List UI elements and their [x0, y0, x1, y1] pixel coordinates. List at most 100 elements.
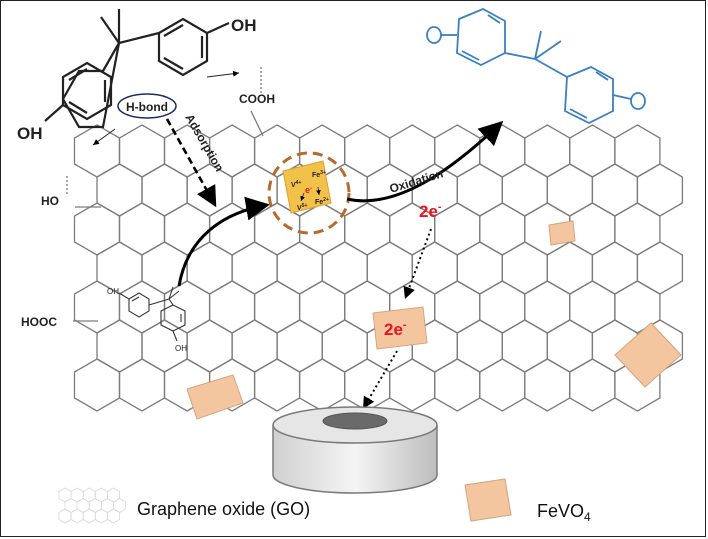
small-bpa-oh-bottom: OH [175, 344, 187, 353]
graphene-functional-groups [66, 67, 264, 322]
electron-dotted-arrow-1 [403, 228, 432, 300]
oxidized-product [441, 8, 632, 125]
fevo4-particle-small [548, 220, 576, 246]
electron-dotted-arrow-2 [362, 350, 398, 410]
electron-transfer-label-2: 2e- [384, 319, 407, 339]
graphene-hexagon [434, 358, 481, 412]
graphene-hexagon [321, 319, 368, 373]
ketone-oxygen-right [630, 92, 646, 110]
graphene-hexagon [366, 241, 413, 295]
graphene-hexagon [479, 202, 526, 256]
fevo4-particle-electron: 2e- [372, 306, 428, 350]
graphene-hexagon [276, 319, 323, 373]
electrode-cylinder [272, 406, 438, 494]
electron-small: e- [305, 185, 312, 195]
graphene-hexagon [118, 280, 166, 334]
graphene-hexagon [614, 202, 661, 256]
graphene-hexagon [569, 358, 616, 412]
graphene-hexagon [456, 163, 503, 217]
graphene-hexagon [591, 241, 639, 295]
graphene-hexagon [73, 202, 121, 256]
graphene-hexagon [321, 241, 368, 295]
active-fevo4-particle: V4+ Fe3+ V5+ Fe2+ e- [282, 160, 332, 214]
ketone-oxygen-left [426, 26, 442, 44]
graphene-hexagon [591, 163, 639, 217]
v-ion-2: V5+ [297, 203, 307, 212]
graphene-hexagon [253, 358, 301, 412]
graphene-hexagon [569, 202, 616, 256]
legend: Graphene oxide (GO) FeVO4 [58, 478, 591, 524]
graphene-hexagon [569, 124, 616, 178]
graphene-hexagon [253, 280, 301, 334]
hooc-label: HOOC [21, 315, 57, 329]
oxidation-label: Oxidation [388, 166, 445, 196]
bisphenol-a-left-ring [44, 61, 113, 122]
graphene-hexagon [456, 319, 503, 373]
graphene-hexagon [434, 280, 481, 334]
legend-hexagon [70, 508, 84, 524]
legend-fevo4-icon [464, 478, 512, 522]
legend-hexagon [94, 508, 108, 524]
graphene-hexagon [479, 280, 526, 334]
bisphenol-a-molecule [61, 9, 230, 129]
v-ion-1: V4+ [291, 180, 301, 189]
graphene-hexagon [298, 280, 346, 334]
hbond-text: H-bond [126, 100, 168, 114]
graphene-hexagon [208, 280, 256, 334]
graphene-hexagon [389, 358, 436, 412]
graphene-hexagon [636, 241, 684, 295]
graphene-hexagon [96, 241, 143, 295]
graphene-hexagon [96, 163, 143, 217]
graphene-legend-icon [58, 487, 126, 524]
graphene-hexagon [411, 241, 458, 295]
adsorption-label: Adsorption [182, 112, 226, 174]
legend-hexagon [82, 508, 96, 524]
graphene-hexagon [546, 163, 594, 217]
graphene-hexagon [118, 124, 166, 178]
legend-fevo4-label: FeVO4 [537, 501, 591, 524]
graphene-hexagon [96, 319, 143, 373]
graphene-oxide-sheet [73, 124, 684, 412]
legend-hexagon [58, 508, 72, 524]
graphene-hexagon [163, 280, 211, 334]
graphene-hexagon [456, 241, 503, 295]
graphene-hexagon [141, 163, 188, 217]
graphene-hexagon [73, 358, 121, 412]
graphene-hexagon [231, 319, 278, 373]
ho-label: HO [41, 194, 59, 208]
graphene-hexagon [276, 241, 323, 295]
electrode-surface [322, 412, 388, 430]
graphene-hexagon [546, 241, 594, 295]
oh-top-label: OH [231, 16, 257, 35]
fe-ion-2: Fe2+ [315, 197, 329, 206]
graphene-hexagon [501, 241, 548, 295]
graphene-hexagon [636, 163, 684, 217]
legend-go-label: Graphene oxide (GO) [137, 499, 310, 519]
electron-transfer-label-1: 2e- [419, 201, 442, 221]
graphene-hexagon [118, 358, 166, 412]
graphene-hexagon [479, 358, 526, 412]
graphene-hexagon [163, 202, 211, 256]
graphene-hexagon [73, 124, 121, 178]
graphene-hexagon [231, 241, 278, 295]
hbond-label: H-bond [117, 93, 177, 119]
small-bpa-oh-top: OH [107, 287, 119, 296]
graphene-hexagon [501, 319, 548, 373]
oh-left-label: OH [17, 124, 43, 143]
bpa-to-catalyst-arrow [177, 196, 270, 287]
cooh-label: COOH [239, 92, 275, 106]
graphene-hexagon [524, 124, 571, 178]
fevo4-particle-left [186, 374, 244, 420]
graphene-hexagon [524, 280, 571, 334]
graphene-hexagon [186, 319, 233, 373]
graphene-hexagon [118, 202, 166, 256]
graphene-hexagon [344, 202, 391, 256]
graphene-hexagon [569, 280, 616, 334]
graphene-hexagon [344, 124, 391, 178]
legend-hexagon [107, 508, 120, 524]
small-bisphenol-a [118, 286, 186, 342]
graphene-hexagon [546, 319, 594, 373]
fe-ion-1: Fe3+ [312, 170, 326, 179]
